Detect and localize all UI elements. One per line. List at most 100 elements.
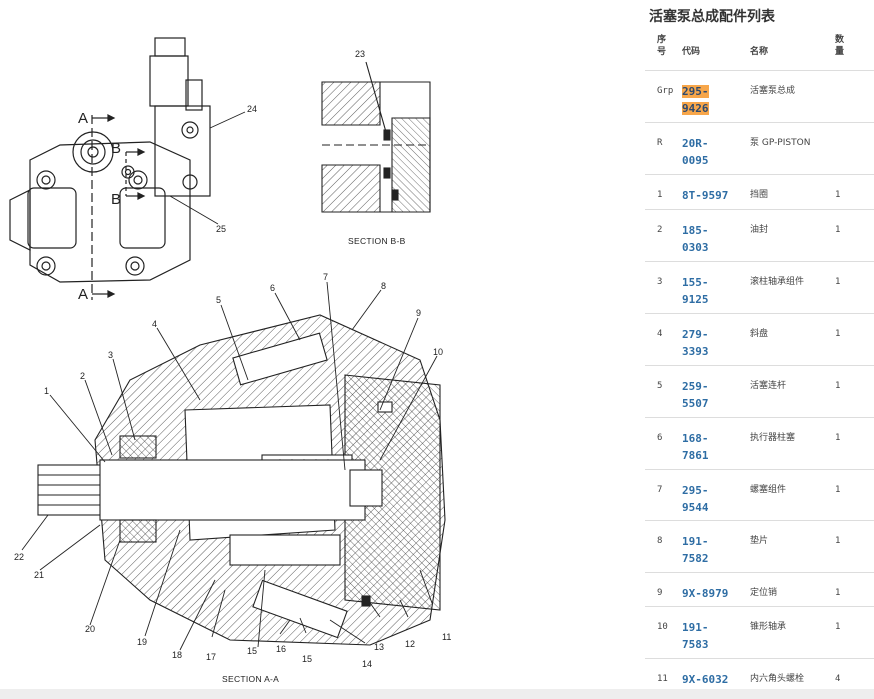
row-index: 1 [645,174,682,210]
bottom-scroll-strip [0,689,874,699]
part-code-text: 259-5507 [682,379,709,410]
callout-15b: 15 [302,654,312,664]
callout-12: 12 [405,639,415,649]
part-code-link[interactable]: 20R-0095 [682,122,750,175]
parts-list-title: 活塞泵总成配件列表 [649,9,775,25]
callout-7: 7 [323,272,328,282]
part-code-link[interactable]: 9X-6032 [682,658,750,694]
part-quantity [835,70,874,123]
part-name: 泵 GP-PISTON [750,122,835,175]
callout-11: 11 [442,632,451,642]
section-marker-a-bottom: A [78,286,88,303]
part-quantity: 1 [835,174,874,210]
part-code-text: 185-0303 [682,223,709,254]
part-code-link[interactable]: 191-7583 [682,606,750,659]
part-code-text: 155-9125 [682,275,709,306]
section-markers [92,114,146,298]
part-quantity: 1 [835,261,874,314]
part-quantity: 1 [835,606,874,659]
row-index: 6 [645,417,682,470]
part-name: 定位销 [750,572,835,607]
part-code-link[interactable]: 279-3393 [682,313,750,366]
part-code-text: 9X-8979 [682,586,729,600]
part-quantity: 1 [835,520,874,573]
part-name: 锥形轴承 [750,606,835,659]
part-code-text: 20R-0095 [682,136,709,167]
row-index: R [645,122,682,175]
part-name: 油封 [750,209,835,262]
callout-14: 14 [362,659,372,669]
row-index: 4 [645,313,682,366]
section-bb-drawing [321,61,431,213]
callout-1: 1 [44,386,49,396]
part-name: 垫片 [750,520,835,573]
callout-2: 2 [80,371,85,381]
row-index: 11 [645,658,682,694]
callout-9: 9 [416,308,421,318]
row-index: 5 [645,365,682,418]
diagram-drawing: A A B B SECTION B-B [9,37,451,684]
row-index: 8 [645,520,682,573]
part-name: 滚柱轴承组件 [750,261,835,314]
part-code-link[interactable]: 155-9125 [682,261,750,314]
callout-13: 13 [374,642,384,652]
row-index: 7 [645,469,682,521]
section-aa-label: SECTION A-A [222,674,279,684]
part-quantity: 1 [835,469,874,521]
part-code-link[interactable]: 191-7582 [682,520,750,573]
part-code-text: 8T-9597 [682,188,729,202]
part-quantity: 1 [835,209,874,262]
part-code-link[interactable]: 295-9426 [682,70,750,123]
section-marker-a-top: A [78,110,88,127]
row-index: 10 [645,606,682,659]
exploded-parts-diagram: A A B B SECTION B-B [9,37,452,684]
callout-8: 8 [381,281,386,291]
part-quantity: 4 [835,658,874,694]
part-code-text: 168-7861 [682,431,709,462]
part-code-link[interactable]: 185-0303 [682,209,750,262]
header-index: 序号 [645,30,682,71]
section-marker-b-bottom: B [111,191,121,208]
end-view [9,37,211,300]
header-name: 名称 [750,30,835,71]
part-code-link[interactable]: 9X-8979 [682,572,750,607]
callout-17: 17 [206,652,216,662]
part-code-text: 295-9426 [682,84,709,115]
leader-lines [21,111,438,651]
part-name: 活塞泵总成 [750,70,835,123]
row-index: 9 [645,572,682,607]
part-code-link[interactable]: 8T-9597 [682,174,750,210]
part-code-link[interactable]: 168-7861 [682,417,750,470]
part-name: 挡圈 [750,174,835,210]
section-marker-b-top: B [111,140,121,157]
part-code-text: 295-9544 [682,483,709,514]
part-name: 螺塞组件 [750,469,835,521]
part-code-text: 191-7582 [682,534,709,565]
part-code-text: 9X-6032 [682,672,729,686]
parts-table-header: 序号 代码 名称 数量 [645,30,874,71]
callout-20: 20 [85,624,95,634]
section-bb-label: SECTION B-B [348,236,406,246]
part-code-link[interactable]: 259-5507 [682,365,750,418]
part-quantity: 1 [835,365,874,418]
part-code-link[interactable]: 295-9544 [682,469,750,521]
callout-25: 25 [216,224,226,234]
part-quantity: 1 [835,417,874,470]
row-index: 2 [645,209,682,262]
